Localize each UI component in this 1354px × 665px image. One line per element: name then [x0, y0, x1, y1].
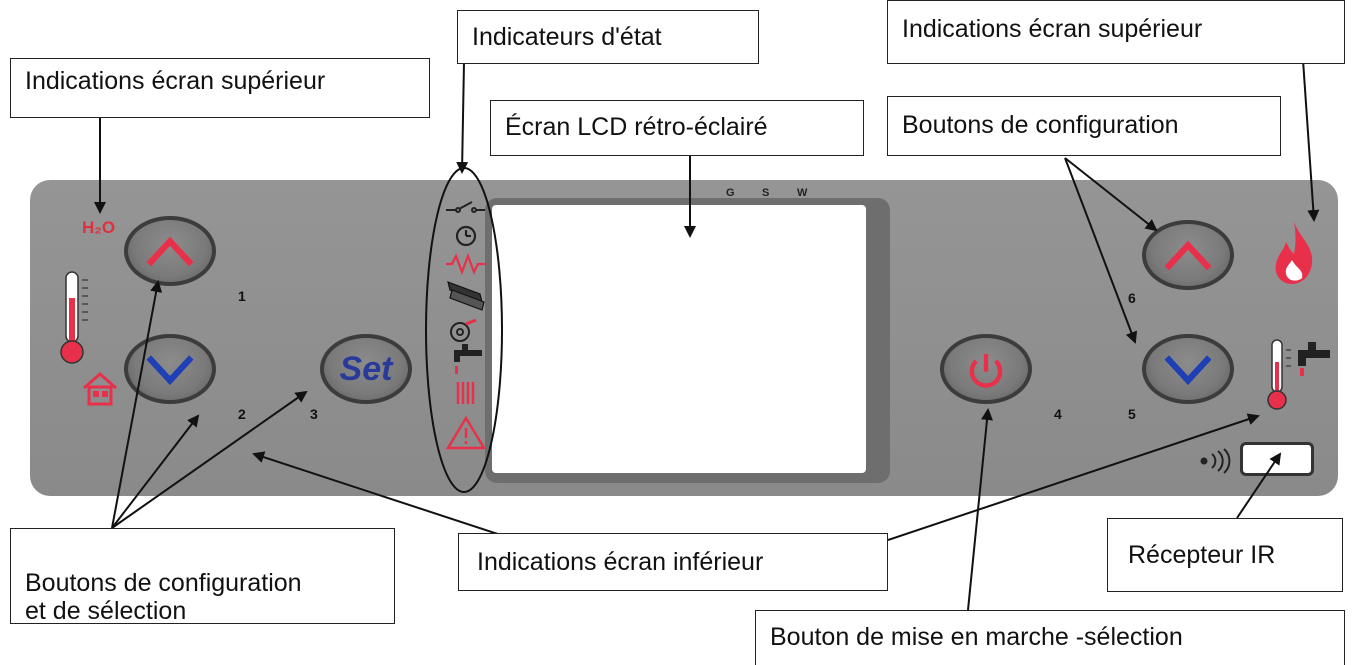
sanitary-thermometer-icon: [1267, 339, 1330, 410]
callout-boutons-configuration-selection: Boutons de configuration et de sélection: [10, 528, 395, 625]
set-label: Set: [339, 350, 393, 388]
thermometer-icon: [60, 271, 88, 364]
callout-bouton-marche: Bouton de mise en marche -sélection: [755, 610, 1345, 665]
lcd-screen: [492, 205, 866, 473]
flame-icon: [1275, 222, 1313, 284]
down-button-5[interactable]: [1142, 334, 1234, 404]
pellet-icon: [447, 281, 485, 311]
button-number-2: 2: [238, 406, 246, 422]
up-button-1[interactable]: [124, 216, 216, 286]
up-button-6[interactable]: [1142, 220, 1234, 290]
house-icon: [83, 372, 117, 406]
lcd-letter-w: W: [797, 187, 808, 199]
control-panel: H₂O 1 2 Set 3: [30, 180, 1338, 496]
switch-icon: [446, 201, 486, 213]
fan-icon: [450, 318, 477, 342]
lcd-letter-g: G: [726, 187, 735, 199]
h2o-label: H₂O: [82, 218, 116, 237]
callout-recepteur-ir: Récepteur IR: [1107, 518, 1343, 592]
radiator-icon: [456, 382, 475, 404]
ir-receiver: [1240, 442, 1314, 476]
button-number-6: 6: [1128, 290, 1136, 306]
callout-boutons-configuration-selection-text: Boutons de configuration et de sélection: [25, 569, 302, 625]
tap-icon: [454, 344, 482, 374]
callout-indications-ecran-inferieur: Indications écran inférieur: [458, 533, 888, 591]
set-button-3[interactable]: Set: [320, 334, 412, 404]
down-button-2[interactable]: [124, 334, 216, 404]
button-number-3: 3: [310, 406, 318, 422]
callout-indications-ecran-superieur-right: Indications écran supérieur: [887, 0, 1345, 64]
ir-signal-icon: [1200, 448, 1231, 474]
resistance-icon: [446, 252, 486, 276]
power-button-4[interactable]: [940, 334, 1032, 404]
callout-indications-ecran-superieur-left: Indications écran supérieur: [10, 58, 430, 118]
button-number-5: 5: [1128, 406, 1136, 422]
button-number-4: 4: [1054, 406, 1062, 422]
clock-icon: [455, 225, 477, 247]
warning-icon: [445, 415, 487, 450]
callout-indicateurs-etat: Indicateurs d'état: [457, 10, 759, 64]
button-number-1: 1: [238, 288, 246, 304]
callout-ecran-lcd: Écran LCD rétro-éclairé: [490, 100, 864, 156]
lcd-letter-s: S: [762, 187, 770, 199]
callout-boutons-configuration: Boutons de configuration: [887, 96, 1281, 156]
